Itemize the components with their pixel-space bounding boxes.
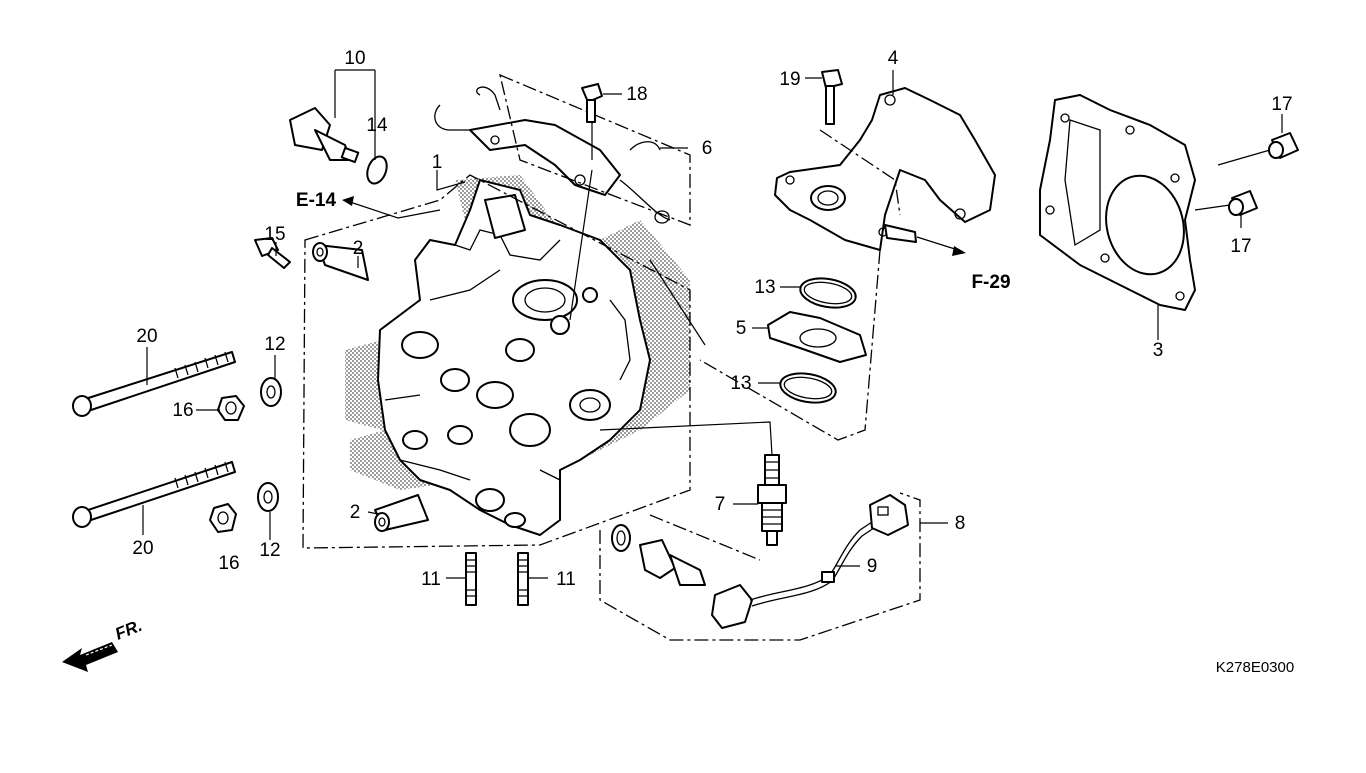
label-3: 3	[1153, 340, 1164, 361]
stud-11-right	[517, 552, 529, 606]
assembly-outline	[302, 174, 691, 549]
o-ring-13-upper	[799, 277, 857, 309]
dowel-17-lower	[1228, 190, 1258, 216]
label-7: 7	[715, 494, 726, 515]
water-temp-sensor	[639, 539, 706, 586]
label-18: 18	[626, 84, 647, 105]
washer-12-lower	[257, 482, 279, 512]
label-16-lower: 16	[218, 553, 239, 574]
front-direction-label: FR.	[112, 616, 145, 644]
cylinder-head	[345, 175, 690, 536]
label-19: 19	[779, 69, 800, 90]
insulator-5	[767, 311, 867, 363]
label-5: 5	[736, 318, 747, 339]
sensor-connector-harness	[711, 494, 909, 629]
drawing-code: K278E0300	[1216, 659, 1294, 676]
label-9: 9	[867, 556, 878, 577]
front-direction-arrow	[62, 642, 118, 672]
bolt-15	[254, 237, 291, 269]
label-17-lower: 17	[1230, 236, 1251, 257]
label-12-lower: 12	[259, 540, 280, 561]
nut-16-lower	[209, 503, 237, 533]
cylinder-head-gasket	[1039, 94, 1196, 311]
nut-16-upper	[217, 395, 245, 421]
stud-bolt-20-lower	[72, 461, 236, 528]
stud-bolt-20-upper	[72, 351, 236, 417]
label-15: 15	[264, 224, 285, 245]
dowel-pin-upper	[312, 242, 369, 281]
intake-pipe	[774, 87, 996, 251]
label-20-upper: 20	[136, 326, 157, 347]
dowel-pin-lower	[374, 494, 429, 532]
dowel-17-upper	[1268, 132, 1299, 159]
label-12-upper: 12	[264, 334, 285, 355]
label-20-lower: 20	[132, 538, 153, 559]
washer-12-upper	[260, 377, 282, 407]
ref-f29: F-29	[971, 272, 1010, 293]
bracket-assembly	[434, 86, 671, 224]
bolt-18	[581, 83, 603, 123]
label-4: 4	[888, 48, 899, 69]
label-13-upper: 13	[754, 277, 775, 298]
label-16-upper: 16	[172, 400, 193, 421]
o-ring-14	[366, 155, 388, 185]
ref-e14: E-14	[296, 190, 337, 211]
o-ring-sensor	[611, 524, 631, 552]
label-2-lower: 2	[350, 502, 361, 523]
bolt-19	[821, 69, 843, 125]
label-1: 1	[432, 152, 443, 173]
label-14: 14	[366, 115, 388, 136]
label-17-upper: 17	[1271, 94, 1292, 115]
label-10: 10	[344, 48, 365, 69]
label-2-upper: 2	[353, 238, 364, 259]
spark-plug	[757, 454, 787, 546]
label-11-right: 11	[556, 569, 576, 590]
temperature-sensor	[289, 107, 360, 164]
o-ring-13-lower	[779, 372, 837, 404]
stud-11-left	[465, 552, 477, 606]
label-8: 8	[955, 513, 966, 534]
label-6: 6	[702, 138, 713, 159]
label-13-lower: 13	[730, 373, 751, 394]
label-11-left: 11	[421, 569, 441, 590]
